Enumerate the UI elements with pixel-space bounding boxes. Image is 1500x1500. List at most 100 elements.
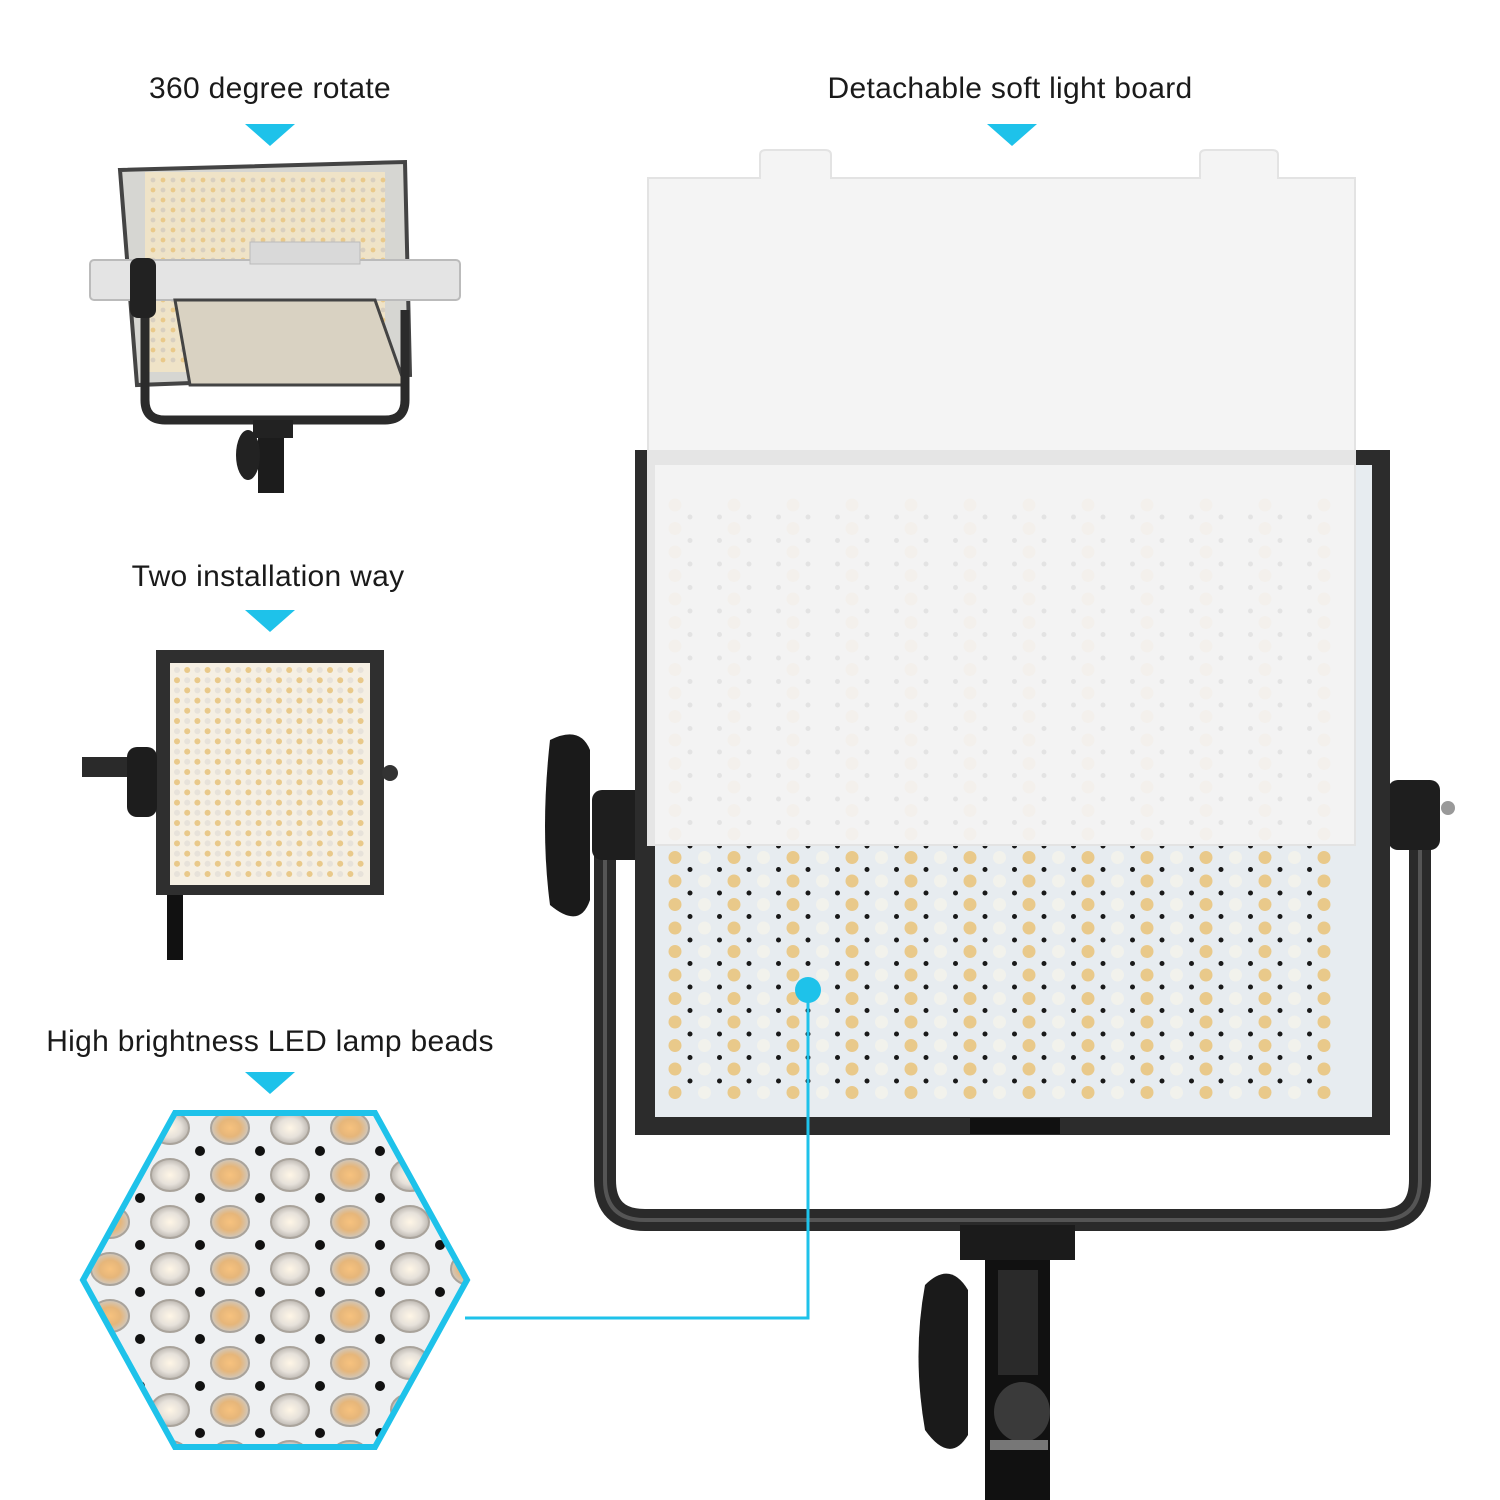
led-bead: [316, 769, 323, 775]
led-bead: [204, 748, 211, 755]
led-bead-closeup: [390, 1440, 430, 1447]
led-bead: [904, 1015, 918, 1029]
led-bead: [816, 945, 829, 958]
led-bead: [286, 809, 293, 816]
panel-hole: [776, 1008, 781, 1013]
led-bead: [1229, 851, 1242, 864]
led-bead: [225, 840, 231, 847]
led-bead: [170, 337, 176, 343]
led-bead: [240, 237, 246, 243]
led-bead: [993, 851, 1006, 864]
led-bead: [230, 247, 236, 253]
led-bead: [316, 687, 323, 694]
led-bead: [993, 921, 1006, 935]
led-bead: [698, 1086, 711, 1099]
led-bead: [255, 667, 262, 673]
panel-hole: [255, 1193, 265, 1203]
led-bead: [1140, 851, 1154, 864]
panel-hole: [1218, 937, 1224, 943]
led-bead: [300, 197, 306, 203]
led-bead: [347, 799, 354, 806]
led-bead: [306, 677, 313, 684]
led-bead: [337, 718, 344, 724]
led-bead: [306, 697, 313, 704]
led-bead: [245, 850, 252, 857]
led-bead: [934, 874, 947, 888]
led-bead: [240, 247, 246, 253]
panel-hole: [835, 961, 840, 966]
led-bead: [875, 851, 888, 864]
led-bead: [245, 697, 252, 704]
led-bead: [174, 840, 180, 847]
panel-hole: [1248, 961, 1253, 966]
led-bead: [286, 667, 293, 673]
led-bead: [170, 317, 176, 323]
led-bead: [286, 860, 293, 867]
panel-hole: [1100, 914, 1106, 919]
led-bead: [727, 945, 741, 958]
led-bead: [296, 820, 303, 826]
led-bead: [276, 789, 282, 796]
led-bead: [845, 874, 859, 888]
led-bead: [270, 177, 276, 183]
led-bead: [1111, 921, 1124, 935]
led-bead: [194, 697, 201, 704]
led-bead: [184, 697, 191, 704]
panel-hole: [894, 961, 899, 966]
panel-hole: [805, 961, 811, 966]
panel-hole: [1277, 1078, 1283, 1084]
panel-hole: [1041, 937, 1047, 943]
led-bead: [1140, 874, 1154, 888]
led-bead: [357, 789, 364, 796]
led-bead: [904, 851, 918, 864]
led-bead: [235, 779, 242, 786]
led-bead: [214, 667, 221, 673]
panel-hole: [1130, 914, 1135, 919]
led-bead: [1022, 898, 1036, 911]
led-bead: [875, 921, 888, 935]
led-bead: [200, 177, 206, 183]
led-bead: [1199, 851, 1213, 864]
led-bead: [320, 237, 326, 243]
led-bead-closeup: [390, 1113, 430, 1145]
led-bead: [306, 718, 313, 724]
led-bead: [904, 968, 918, 982]
panel-hole: [982, 1078, 988, 1084]
led-bead: [1052, 968, 1065, 982]
led-bead: [220, 247, 226, 253]
led-bead: [245, 748, 252, 755]
led-bead: [316, 758, 323, 765]
led-bead: [816, 1039, 829, 1052]
led-bead: [184, 789, 191, 796]
led-bead: [170, 327, 176, 333]
led-bead: [240, 197, 246, 203]
panel-hole: [835, 914, 840, 919]
panel-hole: [953, 937, 958, 943]
led-bead: [934, 1086, 947, 1099]
led-beads-closeup: [79, 1110, 471, 1450]
led-bead: [190, 197, 196, 203]
led-bead: [150, 177, 156, 183]
led-bead: [350, 187, 356, 193]
led-bead: [160, 177, 166, 183]
led-bead: [235, 707, 242, 714]
led-bead-closeup: [330, 1252, 370, 1286]
led-bead: [220, 187, 226, 193]
led-bead: [347, 687, 354, 694]
led-bead: [1199, 1062, 1213, 1076]
led-bead: [337, 830, 344, 837]
led-bead: [327, 728, 333, 735]
led-bead: [380, 217, 386, 223]
led-bead: [180, 217, 186, 223]
panel-hole: [1012, 1008, 1017, 1013]
panel-hole: [835, 890, 840, 896]
led-bead: [357, 667, 364, 673]
led-bead: [904, 898, 918, 911]
led-bead: [255, 799, 262, 806]
led-bead: [963, 1039, 977, 1052]
panel-hole: [864, 961, 870, 966]
panel-hole: [923, 914, 929, 919]
panel-hole: [375, 1193, 385, 1203]
led-bead: [286, 850, 293, 857]
led-bead: [963, 1086, 977, 1099]
